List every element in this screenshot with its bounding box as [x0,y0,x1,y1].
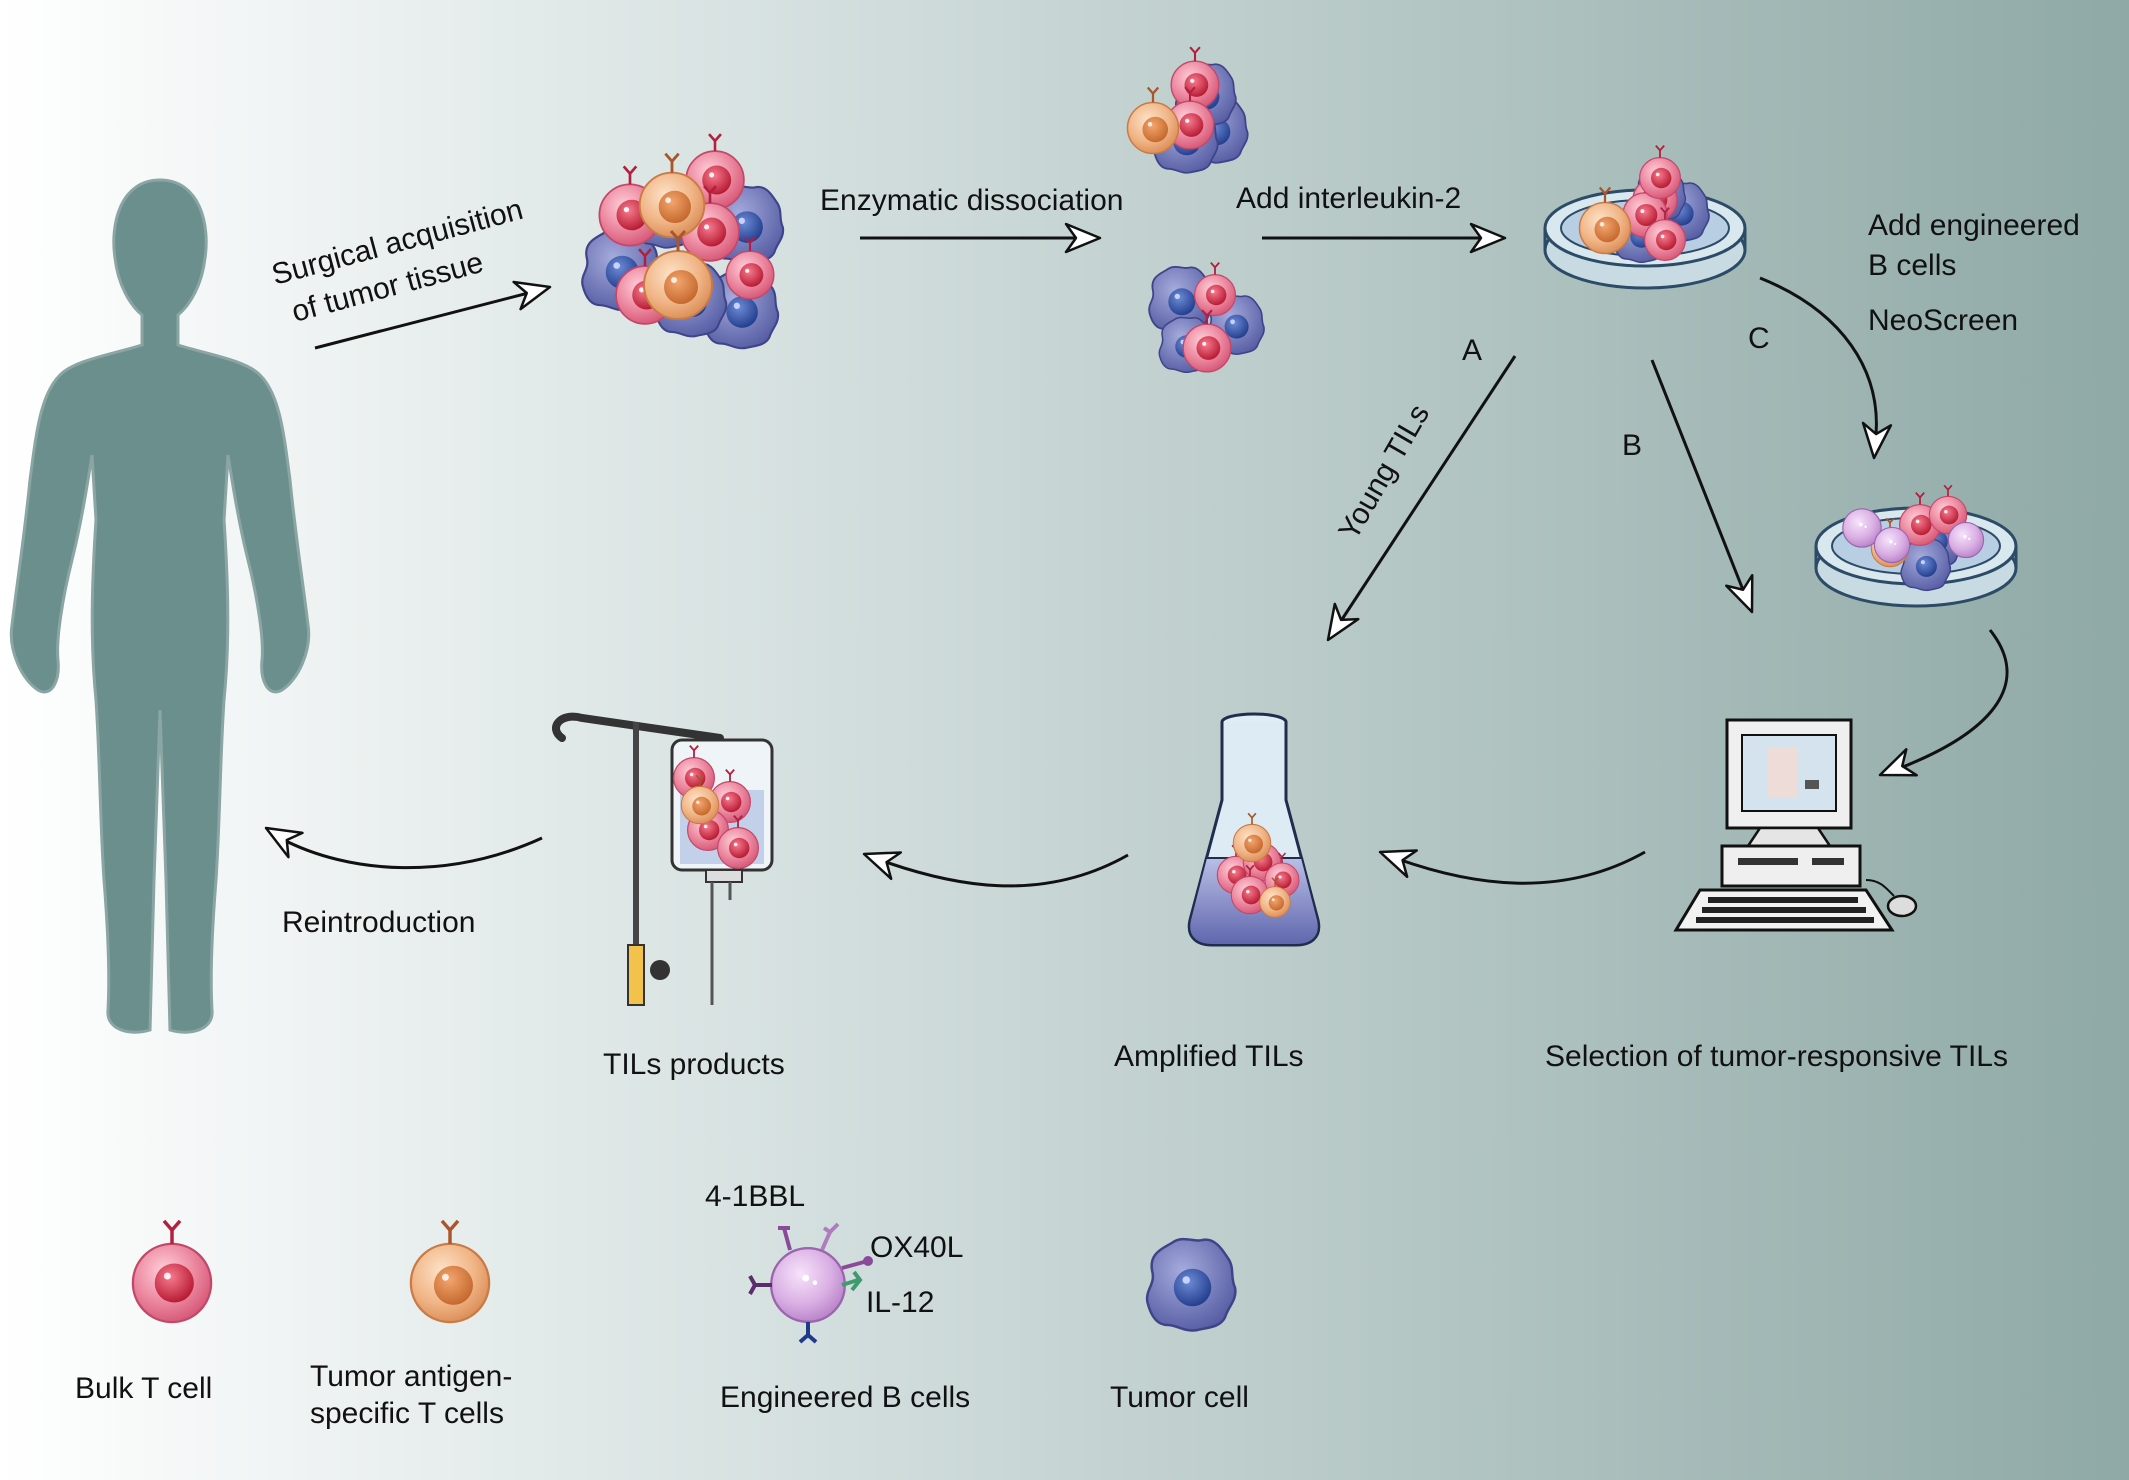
arrow-path-b [1650,359,1767,619]
label-path-b: B [1622,429,1642,462]
arrow-dish-to-computer [1873,629,2009,790]
legend-ligand-ox40l: OX40L [870,1231,963,1264]
label-path-c: C [1748,322,1770,355]
legend-tumor-antigen-label-1: Tumor antigen- [310,1360,512,1393]
arrow-reintroduction [257,814,543,870]
legend-bulk-t-cell: Bulk T cell [75,1219,213,1405]
label-add-interleukin-2: Add interleukin-2 [1236,182,1461,215]
label-path-a: A [1462,334,1482,367]
label-enzymatic-dissociation: Enzymatic dissociation [820,184,1123,217]
legend-tumor-cell-label: Tumor cell [1110,1381,1249,1414]
label-selection-tumor-responsive: Selection of tumor-responsive TILs [1545,1040,2008,1073]
human-figure [9,178,311,1034]
arrow-flask-to-bag [857,839,1129,888]
legend-tumor-cell: Tumor cell [1110,1237,1249,1414]
label-tils-products: TILs products [603,1048,785,1081]
legend-engineered-b-cell-label: Engineered B cells [720,1381,970,1414]
label-add-engineered-1: Add engineered [1868,209,2080,242]
label-neoscreen: NeoScreen [1868,304,2018,337]
arrow-enzymatic [860,222,1102,254]
arrow-computer-to-flask [1373,837,1646,885]
arrow-interleukin [1262,222,1507,254]
arrow-surgical [314,272,555,350]
legend-bulk-t-cell-label: Bulk T cell [75,1372,212,1405]
legend-engineered-b-cell: 4-1BBL OX40L IL-12 Engineered B cells [705,1180,970,1414]
arrow-path-a [1315,355,1517,649]
legend-ligand-il12: IL-12 [866,1286,934,1319]
legend-tumor-antigen-label-2: specific T cells [310,1397,504,1430]
iv-infusion-bag [552,712,774,1006]
legend-ligand-41bbl: 4-1BBL [705,1180,805,1213]
computer-workstation [1673,718,1918,932]
label-reintroduction: Reintroduction [282,906,475,939]
petri-dish-culture [1543,144,1747,290]
label-amplified-tils: Amplified TILs [1114,1040,1304,1073]
legend-tumor-antigen-t-cell: Tumor antigen- specific T cells [310,1219,512,1430]
arrow-path-c [1759,276,1893,461]
erlenmeyer-flask [1187,712,1321,947]
legend: Bulk T cell Tumor antigen- specific T ce… [75,1180,1249,1430]
label-add-engineered-2: B cells [1868,249,1956,282]
petri-dish-engineered-b-cells [1814,484,2018,608]
